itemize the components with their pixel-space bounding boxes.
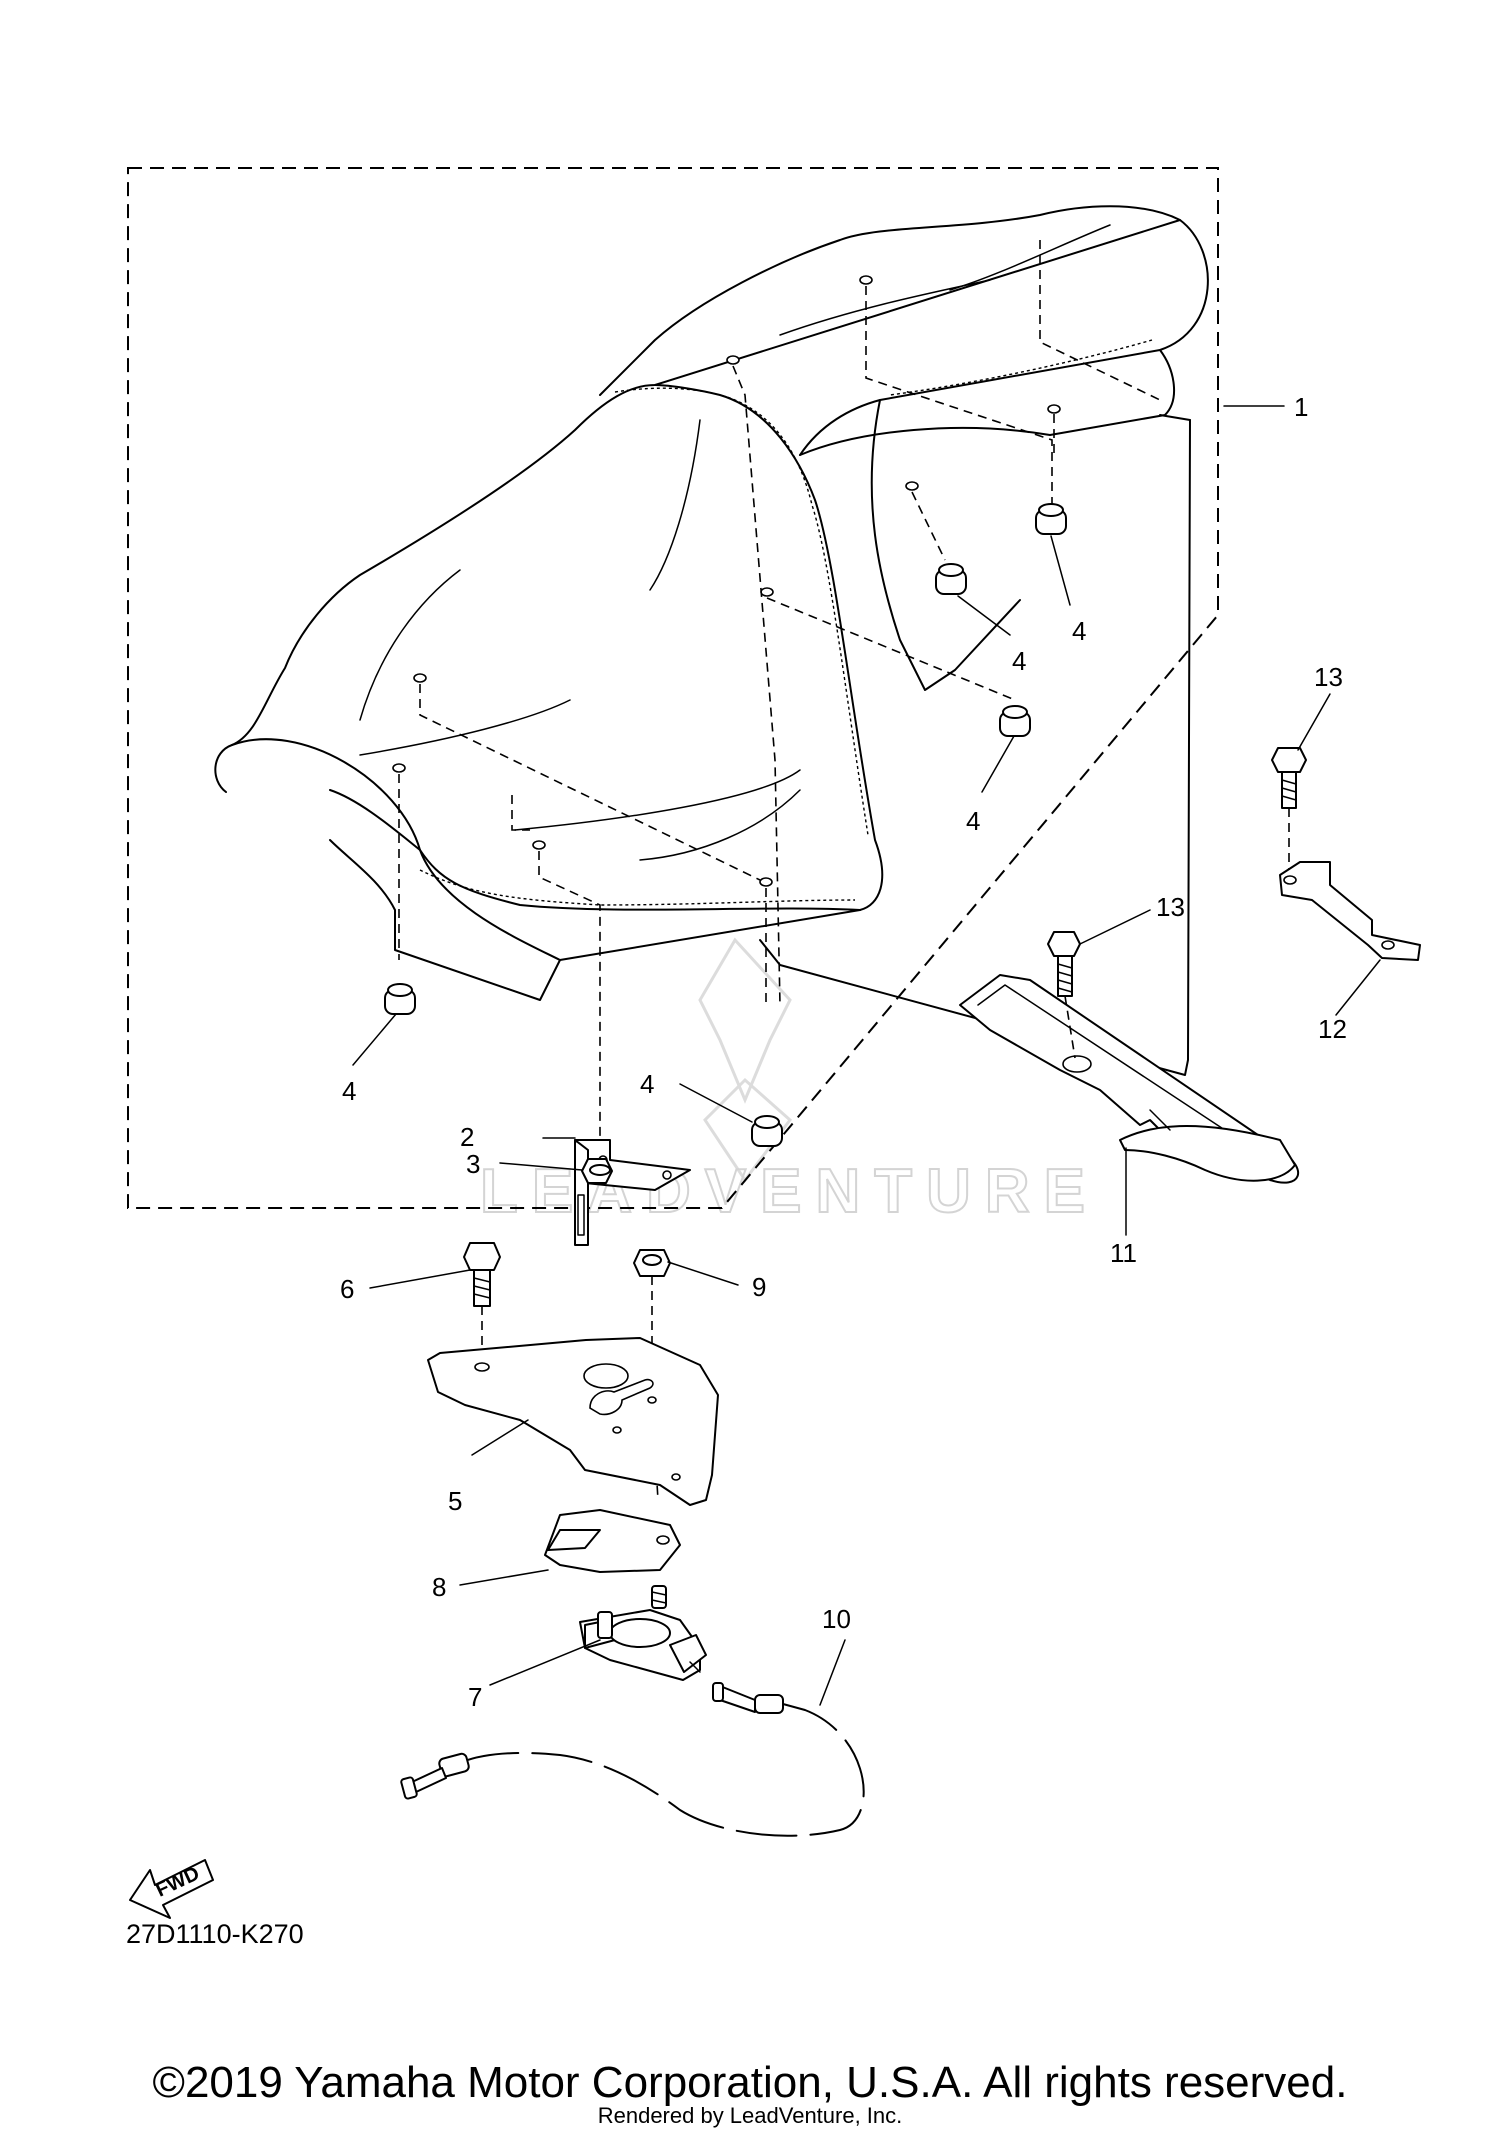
callout-2: 2 (460, 1122, 474, 1152)
fwd-arrow-icon: FWD (129, 1859, 214, 1919)
callout-4a: 4 (1072, 616, 1086, 646)
seat-mount-holes (392, 240, 1161, 1140)
bolt-13a (1271, 747, 1307, 809)
callout-9: 9 (752, 1272, 766, 1302)
flange-nut (581, 1158, 613, 1184)
callout-13a: 13 (1314, 662, 1343, 692)
rivet (651, 1585, 667, 1609)
diagram-code: 27D1110-K270 (126, 1919, 304, 1949)
callout-4b: 4 (1012, 646, 1026, 676)
callout-6: 6 (340, 1274, 354, 1304)
grommet (384, 983, 416, 1015)
grommets (384, 503, 1067, 1147)
watermark-text: LEADVENTURE (480, 1157, 1099, 1226)
callout-3: 3 (466, 1149, 480, 1179)
rear-strap (1279, 861, 1421, 961)
grommet (999, 705, 1031, 737)
copyright-notice: ©2019 Yamaha Motor Corporation, U.S.A. A… (152, 2058, 1348, 2107)
assembly-boundary (127, 167, 1219, 1209)
lock-plate (427, 1337, 719, 1506)
lock-hook (544, 1509, 681, 1573)
nut-9 (633, 1249, 671, 1277)
rendered-by-notice: Rendered by LeadVenture, Inc. (597, 2103, 903, 2128)
callout-4c: 4 (966, 806, 980, 836)
callout-12: 12 (1318, 1014, 1347, 1044)
callout-8: 8 (432, 1572, 446, 1602)
callout-11: 11 (1110, 1238, 1137, 1268)
callout-4d: 4 (342, 1076, 356, 1106)
callout-13b: 13 (1156, 892, 1185, 922)
callout-1: 1 (1294, 392, 1308, 422)
latch-cover (959, 974, 1300, 1184)
grommet (1035, 503, 1067, 535)
callout-10: 10 (822, 1604, 851, 1634)
lock-base (579, 1609, 707, 1681)
callout-7: 7 (468, 1682, 482, 1712)
seat-lock-cable (400, 1682, 865, 1837)
bolt-13b (1047, 931, 1081, 997)
callouts: 1 2 3 4 4 4 4 4 4 5 6 7 8 9 10 11 12 13 … (340, 392, 1347, 1712)
grommet (935, 563, 967, 595)
grommet (751, 1115, 783, 1147)
callout-5: 5 (448, 1486, 462, 1516)
callout-4e: 4 (640, 1069, 654, 1099)
leader-lines (352, 405, 1381, 1706)
bolt-6 (463, 1242, 501, 1307)
seat (214, 205, 1209, 1076)
